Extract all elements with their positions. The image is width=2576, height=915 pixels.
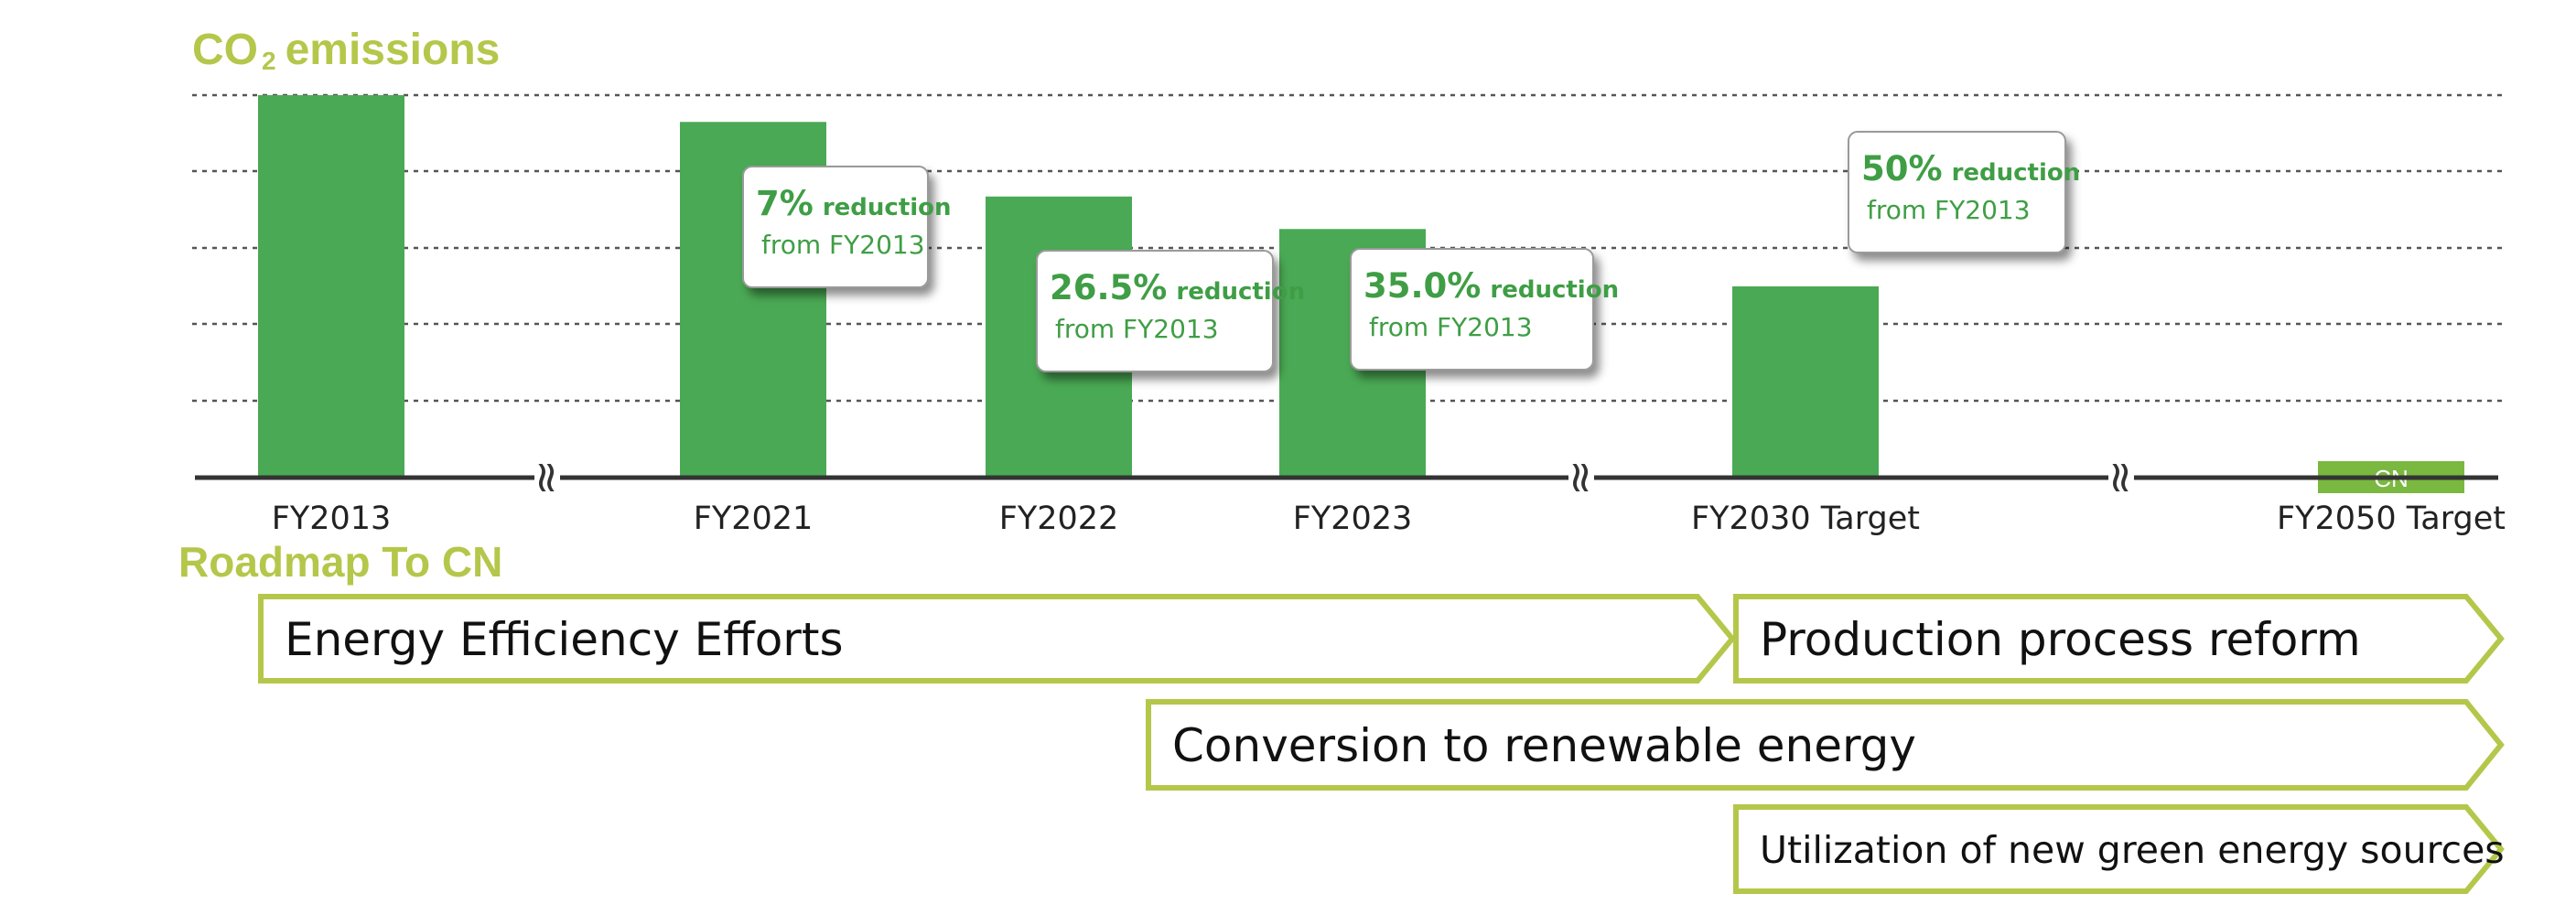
callout-box: [1848, 131, 2066, 253]
callout-headline: 50% reduction: [1861, 149, 2080, 188]
callout-fy2022: 26.5% reduction from FY2013: [1036, 250, 1305, 372]
roadmap-arrow-label: Energy Efficiency Efforts: [285, 613, 844, 666]
callout-percent: 50%: [1861, 149, 1943, 188]
tick-label: FY2022: [999, 501, 1119, 537]
callout-subtext: from FY2013: [1055, 314, 1219, 344]
title-subscript: 2: [262, 47, 276, 75]
callout-percent: 35.0%: [1363, 266, 1481, 306]
axis-break-gap: [1568, 459, 1594, 496]
title-prefix: CO: [192, 26, 258, 74]
callout-subtext: from FY2013: [1369, 312, 1533, 342]
callout-subtext: from FY2013: [1867, 195, 2031, 225]
callout-word: reduction: [1490, 276, 1619, 304]
roadmap-arrow-label: Conversion to renewable energy: [1172, 719, 1916, 772]
tick-label: FY2030 Target: [1691, 501, 1920, 537]
tick-label: FY2013: [272, 501, 392, 537]
callout-headline: 35.0% reduction: [1363, 266, 1619, 306]
gridlines: [192, 93, 2503, 403]
roadmap-arrow-shape: [1146, 699, 2505, 791]
callout-box: [1036, 250, 1274, 372]
axis-break-gap: [534, 459, 560, 496]
callout-fy2030-target: 50% reduction from FY2013: [1848, 131, 2080, 253]
callout-headline: 26.5% reduction: [1050, 268, 1305, 307]
roadmap-arrow: Energy Efficiency Efforts: [258, 594, 1736, 684]
axis-break-glyph: ≈: [522, 459, 573, 496]
roadmap-arrows: Energy Efficiency Efforts Production proc…: [258, 594, 2505, 894]
bar-fy2013: [258, 95, 404, 478]
x-axis: ≈ ≈ ≈: [195, 459, 2498, 496]
x-tick-labels: FY2013 FY2021 FY2022 FY2023 FY2030 Target FY2…: [272, 501, 2506, 537]
callout-fy2021: 7% reduction from FY2013: [742, 166, 952, 288]
axis-break-mark: ≈: [2096, 459, 2147, 496]
callout-subtext: from FY2013: [761, 230, 925, 260]
tick-label: FY2021: [694, 501, 814, 537]
roadmap-arrow: Utilization of new green energy sources: [1733, 804, 2505, 894]
roadmap-arrow-shape: [1733, 594, 2505, 684]
roadmap-arrow: Conversion to renewable energy: [1146, 699, 2505, 791]
axis-break-glyph: ≈: [2096, 459, 2147, 496]
roadmap-arrow-shape: [1733, 804, 2505, 894]
title-suffix: emissions: [286, 26, 501, 74]
callout-word: reduction: [823, 194, 952, 221]
callout-box: [1350, 248, 1594, 371]
bar-fy2030-target: [1732, 286, 1879, 478]
roadmap-arrow: Production process reform: [1733, 594, 2505, 684]
roadmap-arrow-shape: [258, 594, 1736, 684]
roadmap-arrow-label: Production process reform: [1760, 613, 2361, 666]
roadmap-title: Roadmap To CN: [178, 538, 502, 586]
axis-break-glyph: ≈: [1556, 459, 1607, 496]
callout-word: reduction: [1176, 278, 1305, 306]
callout-percent: 7%: [756, 184, 814, 223]
callouts: 7% reduction from FY2013 26.5% reduction from…: [742, 131, 2080, 372]
axis-break-gap: [2108, 459, 2134, 496]
axis-break-mark: ≈: [1556, 459, 1607, 496]
callout-fy2023: 35.0% reduction from FY2013: [1350, 248, 1619, 371]
callout-percent: 26.5%: [1050, 268, 1167, 307]
tick-label: FY2023: [1293, 501, 1413, 537]
callout-headline: 7% reduction: [756, 184, 952, 223]
axis-break-mark: ≈: [522, 459, 573, 496]
callout-word: reduction: [1952, 159, 2081, 187]
roadmap-arrow-label: Utilization of new green energy sources: [1760, 828, 2505, 872]
callout-box: [742, 166, 929, 288]
tick-label: FY2050 Target: [2277, 501, 2506, 537]
